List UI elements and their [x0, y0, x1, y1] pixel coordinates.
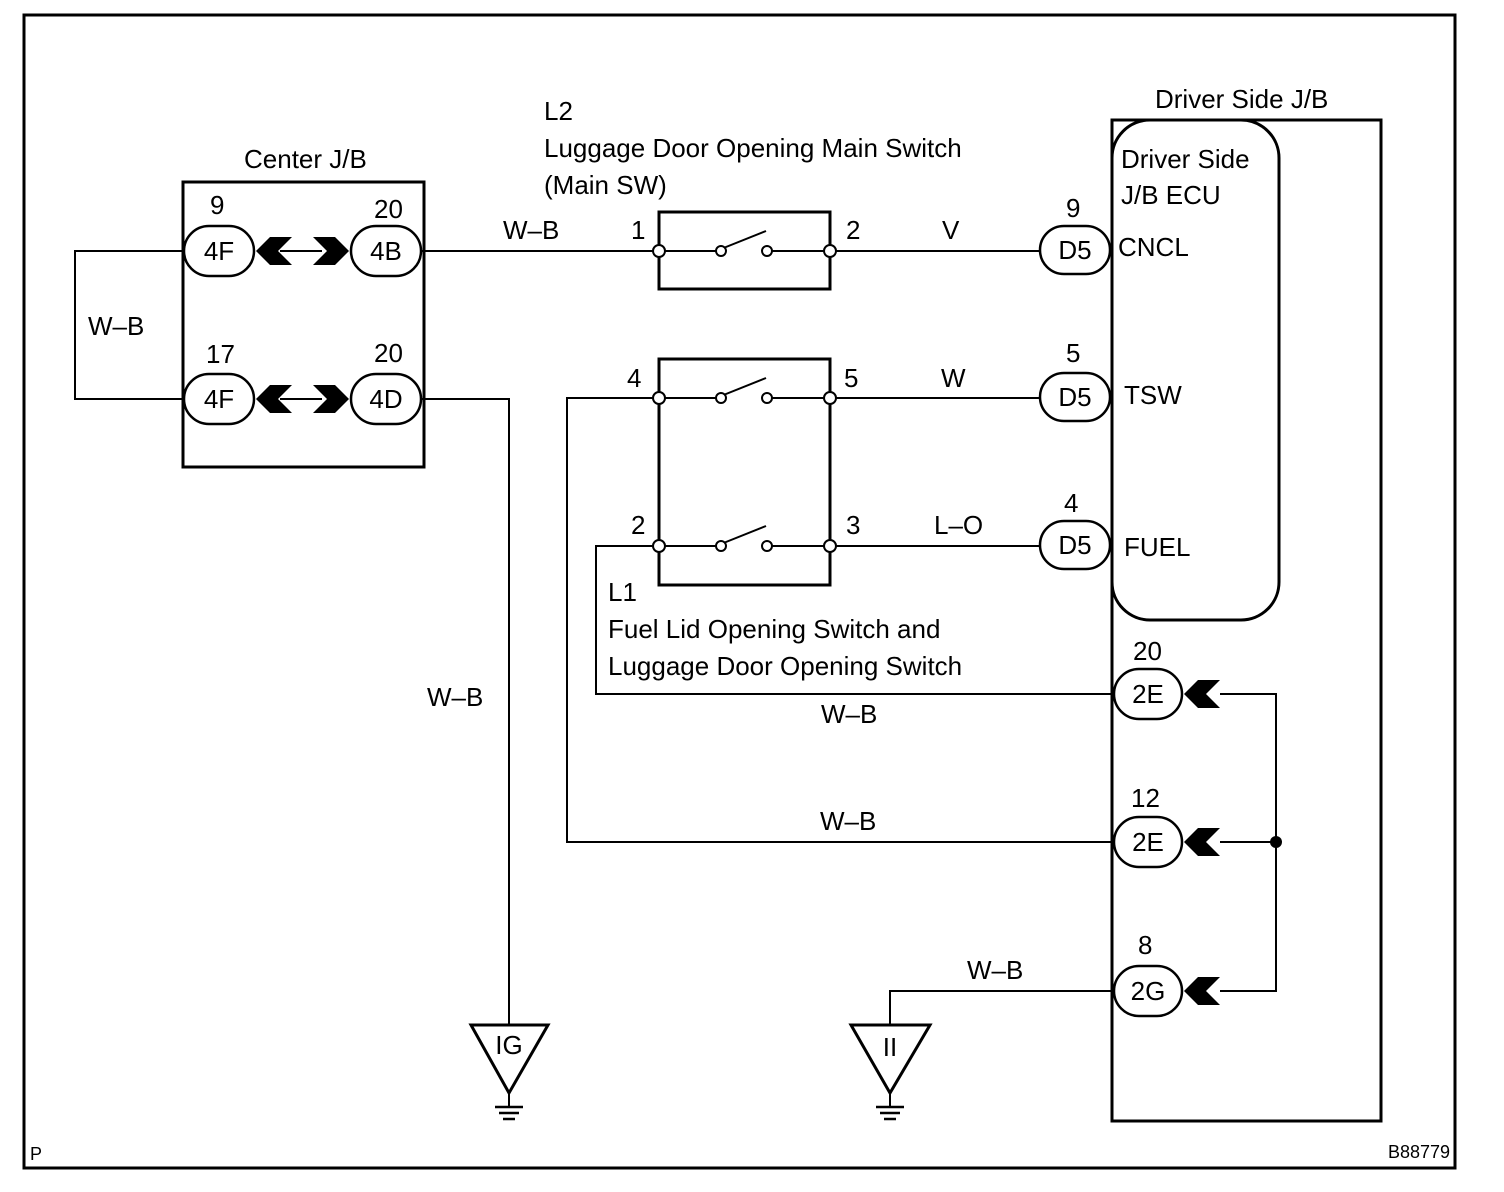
center-jb: Center J/B 9 4F 20 4B 17 4F 20 4D: [181, 144, 426, 469]
wire-label-tsw: W: [941, 363, 966, 393]
switch-contact: [720, 377, 767, 397]
main-switch-name: Luggage Door Opening Main Switch: [544, 133, 962, 163]
connector-2e-12: [1112, 815, 1184, 869]
switch-terminal: [761, 392, 773, 404]
connector-d5-cncl: [1038, 224, 1112, 276]
connector-2e-20: [1112, 667, 1184, 721]
connector-id: D5: [1058, 235, 1091, 265]
page-frame: [22, 13, 1457, 1170]
ground-triangle: [468, 1023, 551, 1097]
switch-terminal: [715, 245, 727, 257]
pin-label: 17: [206, 339, 235, 369]
pin-label: 5: [1066, 338, 1080, 368]
terminal-arrow: [313, 385, 349, 413]
connector-id: 4F: [204, 236, 234, 266]
ground-ig: IG: [468, 1023, 551, 1121]
ground-ii: II: [848, 1023, 933, 1121]
pin-label: 5: [844, 363, 858, 393]
pin-label: 2: [631, 510, 645, 540]
center-jb-box: [181, 180, 426, 469]
footer-left: P: [30, 1144, 42, 1164]
ecu-title-2: J/B ECU: [1121, 180, 1221, 210]
pin-label: 20: [374, 194, 403, 224]
pin-label: 4: [627, 363, 641, 393]
pin-label: 20: [1133, 636, 1162, 666]
connector-2g-8: [1112, 964, 1184, 1018]
pin-label: 20: [374, 338, 403, 368]
center-jb-title: Center J/B: [244, 144, 367, 174]
connector-id: 4D: [369, 384, 402, 414]
wire-label-to-ig: W–B: [427, 682, 483, 712]
switch-terminal: [715, 540, 727, 552]
wire-label-fuel-sw-to-2e12: W–B: [820, 806, 876, 836]
wire-loop: [74, 250, 184, 400]
fuel-switch-name-2: Luggage Door Opening Switch: [608, 651, 962, 681]
terminal-arrow: [313, 237, 349, 265]
connector-id: 2E: [1132, 827, 1164, 857]
connector-id: D5: [1058, 530, 1091, 560]
ground-label-ii: II: [883, 1032, 897, 1062]
switch-pin-4: [652, 391, 666, 405]
fuel-switch: 4 5 2 3 L1 Fuel Lid Opening Switch and L…: [608, 357, 962, 681]
pin-label: 1: [631, 215, 645, 245]
switch-contact: [720, 525, 767, 545]
terminal-arrow: [256, 237, 292, 265]
fuel-switch-name-1: Fuel Lid Opening Switch and: [608, 614, 940, 644]
wire-label-cjb-to-main: W–B: [503, 215, 559, 245]
switch-terminal: [761, 245, 773, 257]
wire-label-fuel: L–O: [934, 510, 983, 540]
ecu-title-1: Driver Side: [1121, 144, 1250, 174]
switch-pin-2: [823, 244, 837, 258]
ground-label-ig: IG: [495, 1030, 522, 1060]
pin-label: 8: [1138, 930, 1152, 960]
wire-to-ig: [421, 398, 510, 1025]
switch-terminal: [715, 392, 727, 404]
connector-d5-tsw: [1038, 371, 1112, 423]
driver-jb-ecu: [1110, 118, 1281, 622]
terminal-arrow: [256, 385, 292, 413]
switch-pin-1: [652, 244, 666, 258]
connector-id: D5: [1058, 382, 1091, 412]
wire-fuel-sw-to-2e12: [566, 397, 1114, 843]
signal-fuel: FUEL: [1124, 532, 1190, 562]
connector-id: 4F: [204, 384, 234, 414]
connector-id: 2E: [1132, 679, 1164, 709]
connector-id: 2G: [1131, 976, 1166, 1006]
pin-label: 9: [210, 190, 224, 220]
pin-label: 4: [1064, 488, 1078, 518]
terminal-arrow: [1184, 977, 1220, 1005]
figure-code: B88779: [1388, 1142, 1450, 1162]
pin-label: 3: [846, 510, 860, 540]
signal-tsw: TSW: [1124, 380, 1182, 410]
main-switch: L2 Luggage Door Opening Main Switch (Mai…: [544, 96, 962, 291]
wire-label-loop: W–B: [88, 311, 144, 341]
switch-terminal: [761, 540, 773, 552]
signal-cncl: CNCL: [1118, 232, 1189, 262]
connector-id: 4B: [370, 236, 402, 266]
pin-label: 2: [846, 215, 860, 245]
switch-pin-3: [823, 539, 837, 553]
ground-triangle: [848, 1023, 933, 1096]
pin-label: 9: [1066, 193, 1080, 223]
wire-fuel-sw-to-2e20: [595, 545, 1114, 695]
switch-pin-2: [652, 539, 666, 553]
switch-pin-5: [823, 391, 837, 405]
wire-label-ground-ii: W–B: [967, 955, 1023, 985]
pin-label: 12: [1131, 783, 1160, 813]
wire-ground-ii: [889, 990, 1114, 1025]
junction-dot: [1270, 836, 1282, 848]
connector-d5-fuel: [1038, 519, 1112, 571]
fuel-switch-code: L1: [608, 577, 637, 607]
wire-label-main-to-cncl: V: [942, 215, 960, 245]
main-switch-alias: (Main SW): [544, 170, 667, 200]
driver-jb-title: Driver Side J/B: [1155, 84, 1328, 114]
driver-jb: Driver Side J/B Driver Side J/B ECU 9 D5…: [1038, 84, 1383, 1123]
terminal-arrow: [1184, 680, 1220, 708]
terminal-arrow: [1184, 828, 1220, 856]
fuel-switch-box: [657, 357, 832, 587]
main-switch-code: L2: [544, 96, 573, 126]
wire-label-fuel-sw-to-2e20: W–B: [821, 699, 877, 729]
switch-contact: [720, 230, 767, 250]
